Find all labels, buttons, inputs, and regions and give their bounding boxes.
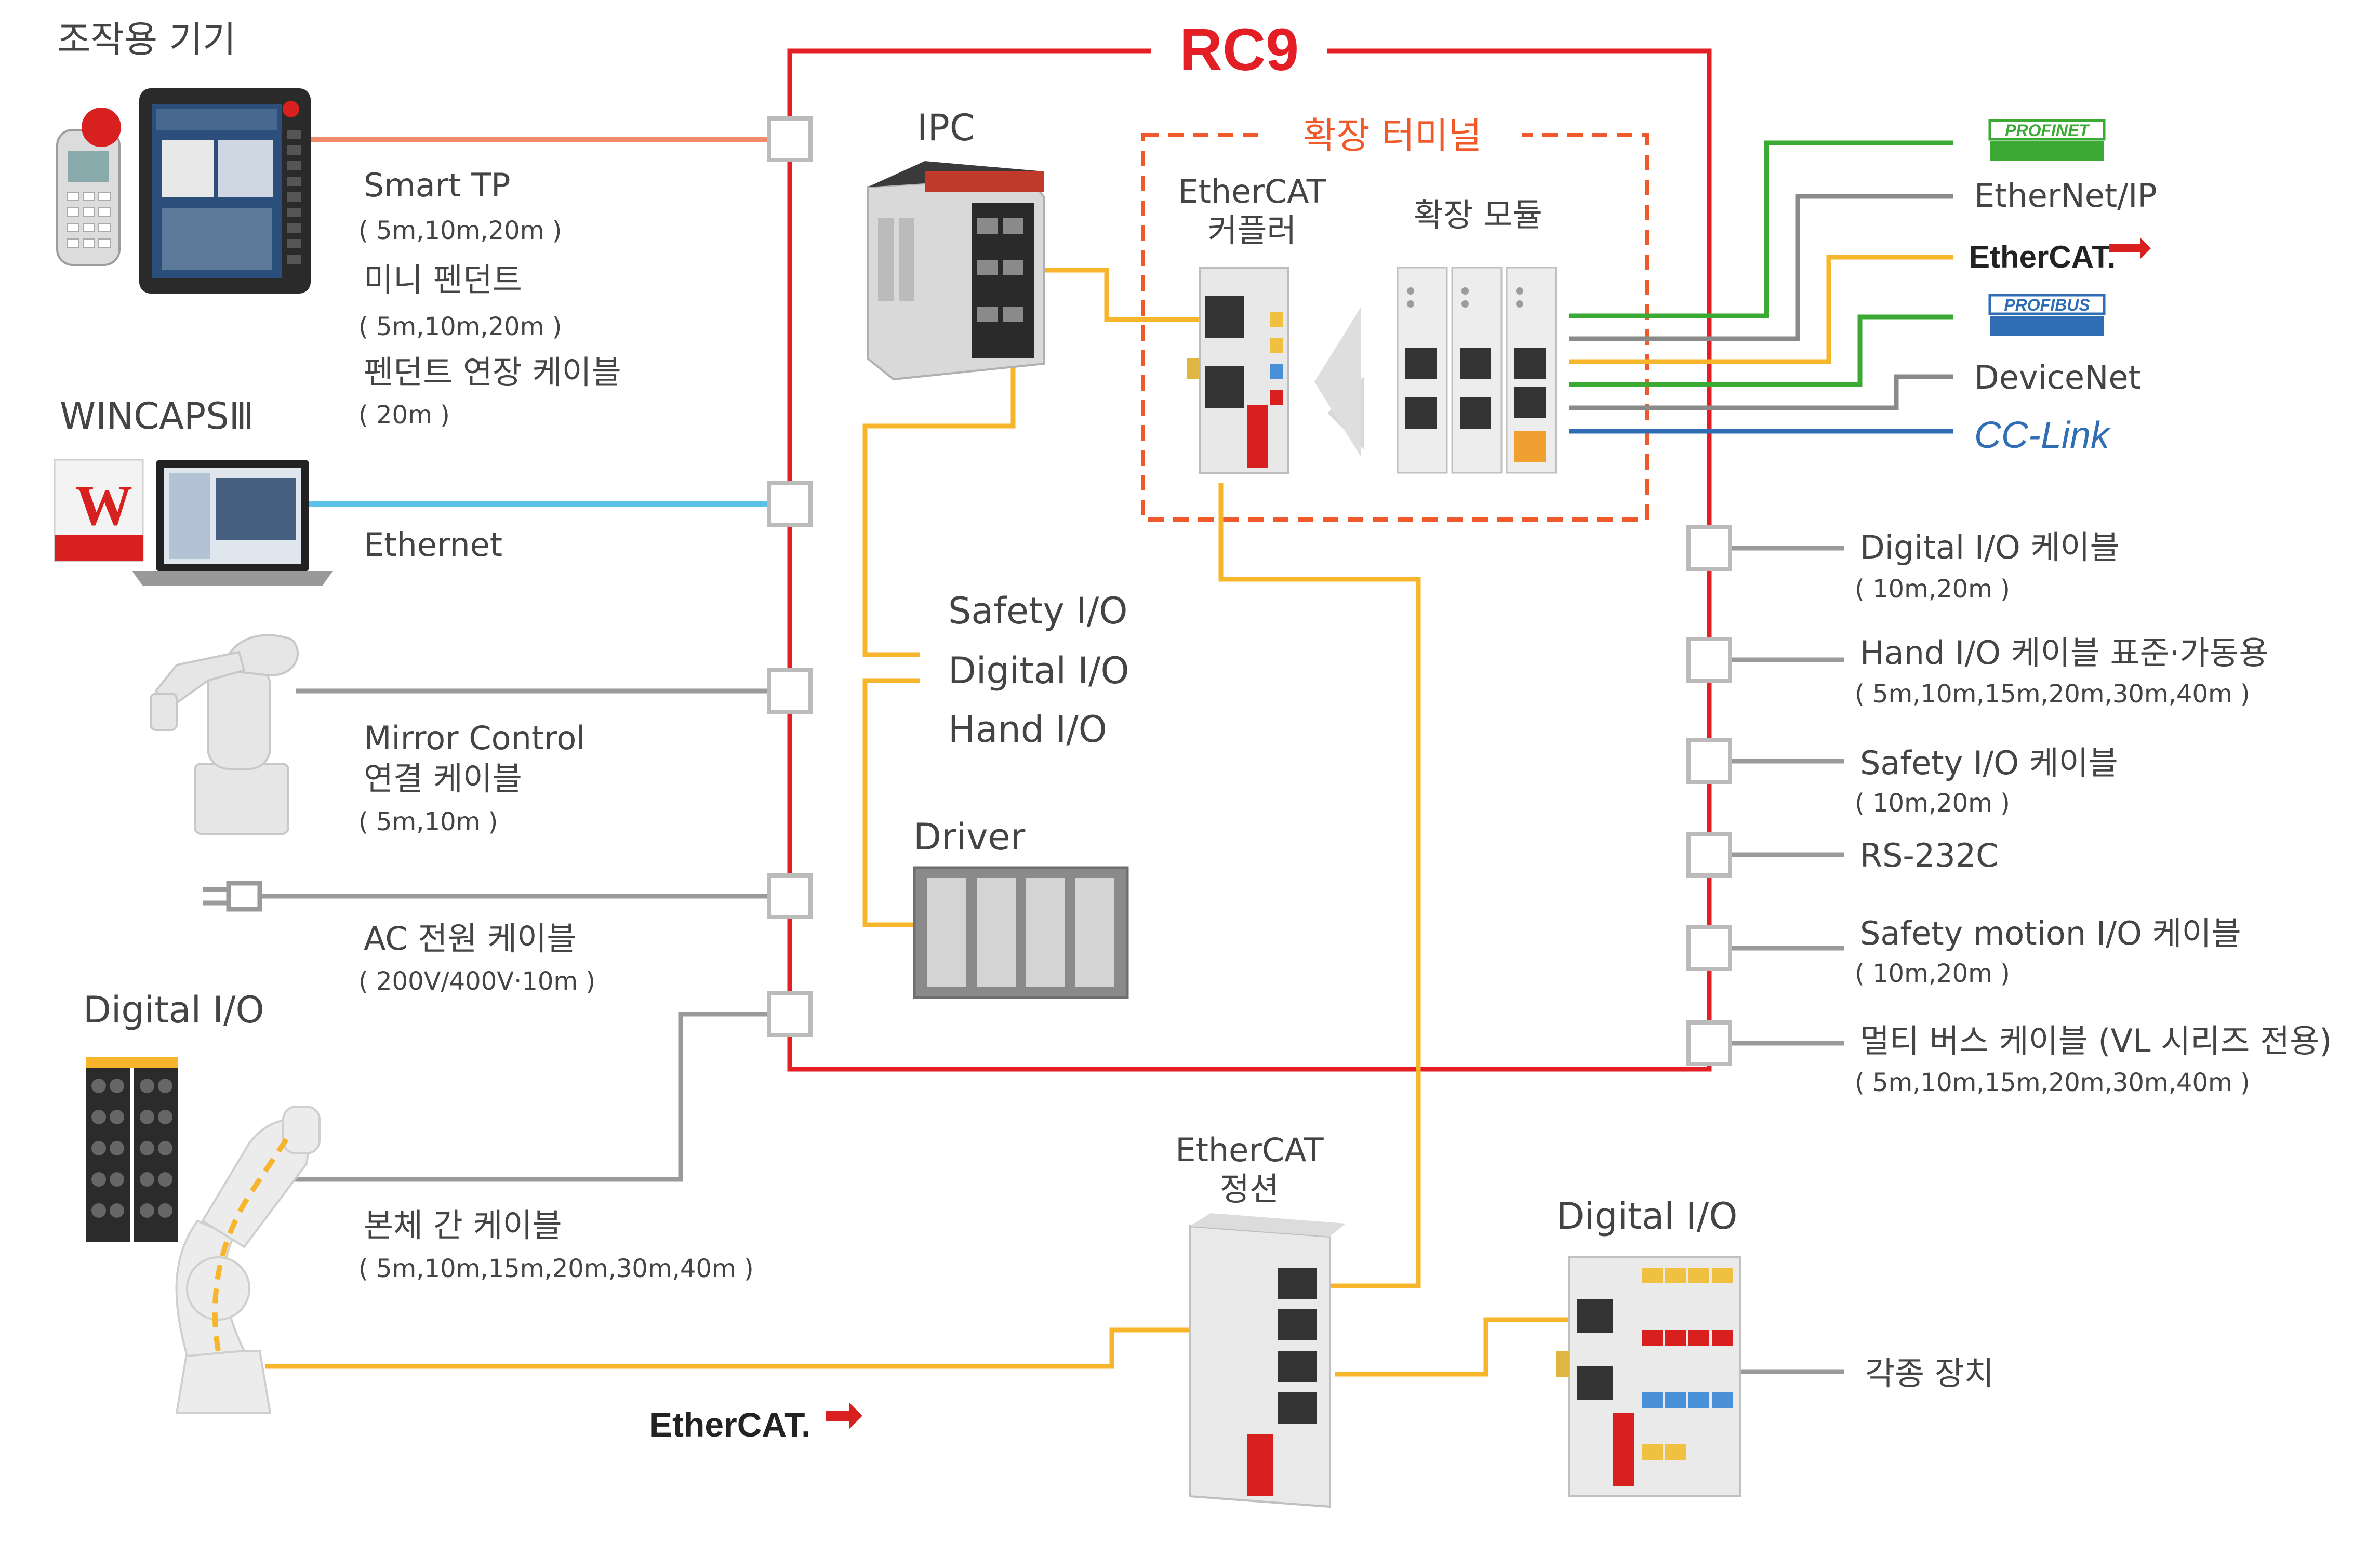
right-cable-3-name: Safety I/O 케이블 (1860, 744, 2118, 782)
left-connectors (767, 116, 813, 1037)
ethercat-junction-label-1: EtherCAT (1175, 1131, 1324, 1169)
mirror-length: ( 5m,10m ) (358, 807, 498, 836)
right-cable-4-name: RS-232C (1860, 836, 1998, 874)
smart-tp-label: Smart TP (364, 166, 511, 204)
io-block-icon (86, 1057, 178, 1242)
expansion-modules-icon (1397, 267, 1557, 474)
profinet-text: PROFINET (2005, 121, 2090, 140)
connector (767, 116, 813, 162)
profibus-logo: PROFIBUS (1988, 294, 2106, 336)
ac-plug-icon (203, 881, 262, 912)
smart-tp-length: ( 5m,10m,20m ) (358, 216, 562, 245)
mini-pendant-icon (56, 108, 121, 266)
mini-pendant-length: ( 5m,10m,20m ) (358, 312, 562, 341)
ethercat-coupler-label-2: 커플러 (1207, 211, 1296, 249)
right-cable-5-len: ( 10m,20m ) (1855, 959, 2010, 988)
cobot-arm-icon (150, 634, 299, 835)
connector (1686, 925, 1732, 971)
driver-icon (913, 866, 1129, 999)
wincaps-software-icon: W (54, 459, 144, 562)
ethercat-junction-icon (1189, 1213, 1346, 1508)
wincaps-label: WINCAPSⅢ (60, 395, 254, 437)
hand-io-label: Hand I/O (948, 708, 1107, 751)
ethercat-logo-text-right: EtherCAT. (1969, 240, 2116, 274)
connector (767, 668, 813, 714)
pendant-ext-length: ( 20m ) (358, 401, 450, 430)
right-cable-3-len: ( 10m,20m ) (1855, 789, 2010, 818)
cc-link-logo: CC-Link (1974, 415, 2111, 456)
safety-io-label: Safety I/O (948, 590, 1128, 632)
fieldbus-lines (1569, 140, 1953, 434)
robot-dashed-route (212, 1131, 294, 1351)
right-cable-5-name: Safety motion I/O 케이블 (1860, 914, 2241, 952)
body-length: ( 5m,10m,15m,20m,30m,40m ) (358, 1254, 754, 1283)
ethercat-coupler-icon (1187, 267, 1289, 474)
ethercat-coupler-label-1: EtherCAT (1178, 172, 1326, 210)
ethercat-logo-text-bottom: EtherCAT. (649, 1405, 810, 1444)
ext-terminal-title: 확장 터미널 (1303, 114, 1482, 157)
mini-pendant-label: 미니 펜던트 (364, 261, 522, 299)
smart-tp-icon (139, 88, 311, 294)
digital-io-inner-label: Digital I/O (948, 649, 1129, 692)
ethercat-logo-bottom: EtherCAT. (649, 1403, 862, 1444)
right-cable-6-len: ( 5m,10m,15m,20m,30m,40m ) (1855, 1068, 2250, 1097)
pendant-ext-label: 펜던트 연장 케이블 (364, 353, 621, 391)
connector (767, 991, 813, 1037)
devices-label: 각종 장치 (1865, 1354, 1994, 1392)
profinet-logo: PROFINET (1988, 119, 2106, 161)
connector (1686, 525, 1732, 571)
driver-label: Driver (913, 816, 1026, 858)
right-cable-6-name: 멀티 버스 케이블 (VL 시리즈 전용) (1860, 1022, 2332, 1060)
rc9-title: RC9 (1179, 17, 1299, 83)
mirror-control-label: Mirror Control (364, 719, 586, 757)
profibus-text: PROFIBUS (2004, 296, 2090, 314)
body-cable (291, 1012, 790, 1182)
digital-io-bottom-label: Digital I/O (1557, 1195, 1738, 1238)
ethercat-logo-right: EtherCAT. (1969, 238, 2151, 274)
ethernet-label: Ethernet (364, 526, 502, 564)
ext-module-label: 확장 모듈 (1414, 196, 1543, 234)
ac-length: ( 200V/400V·10m ) (358, 967, 595, 996)
connector (1686, 738, 1732, 784)
svg-text:W: W (75, 474, 132, 537)
ethercat-junction-label-2: 정션 (1220, 1170, 1279, 1208)
mirror-cable-label: 연결 케이블 (364, 760, 522, 797)
ac-cable-label: AC 전원 케이블 (364, 920, 576, 958)
connector (767, 873, 813, 919)
right-cable-1-name: Digital I/O 케이블 (1860, 528, 2120, 566)
digital-io-left-label: Digital I/O (83, 989, 264, 1031)
connector (1686, 1020, 1732, 1066)
expansion-arrow-icon (1314, 307, 1361, 457)
connector (1686, 637, 1732, 683)
right-cable-2-name: Hand I/O 케이블 표준·가동용 (1860, 634, 2268, 672)
device-section-title: 조작용 기기 (57, 18, 236, 61)
digital-io-module-icon (1556, 1256, 1741, 1497)
right-cable-2-len: ( 5m,10m,15m,20m,30m,40m ) (1855, 680, 2250, 709)
right-connectors (1686, 525, 1732, 1066)
devicenet-label: DeviceNet (1974, 358, 2141, 396)
body-cable-label: 본체 간 케이블 (364, 1206, 562, 1244)
connector (767, 481, 813, 527)
ipc-icon (867, 161, 1045, 381)
laptop-icon (132, 460, 333, 586)
connector (1686, 832, 1732, 878)
ethernet-ip-label: EtherNet/IP (1974, 177, 2157, 215)
ipc-label: IPC (917, 107, 975, 149)
right-cable-1-len: ( 10m,20m ) (1855, 575, 2010, 604)
